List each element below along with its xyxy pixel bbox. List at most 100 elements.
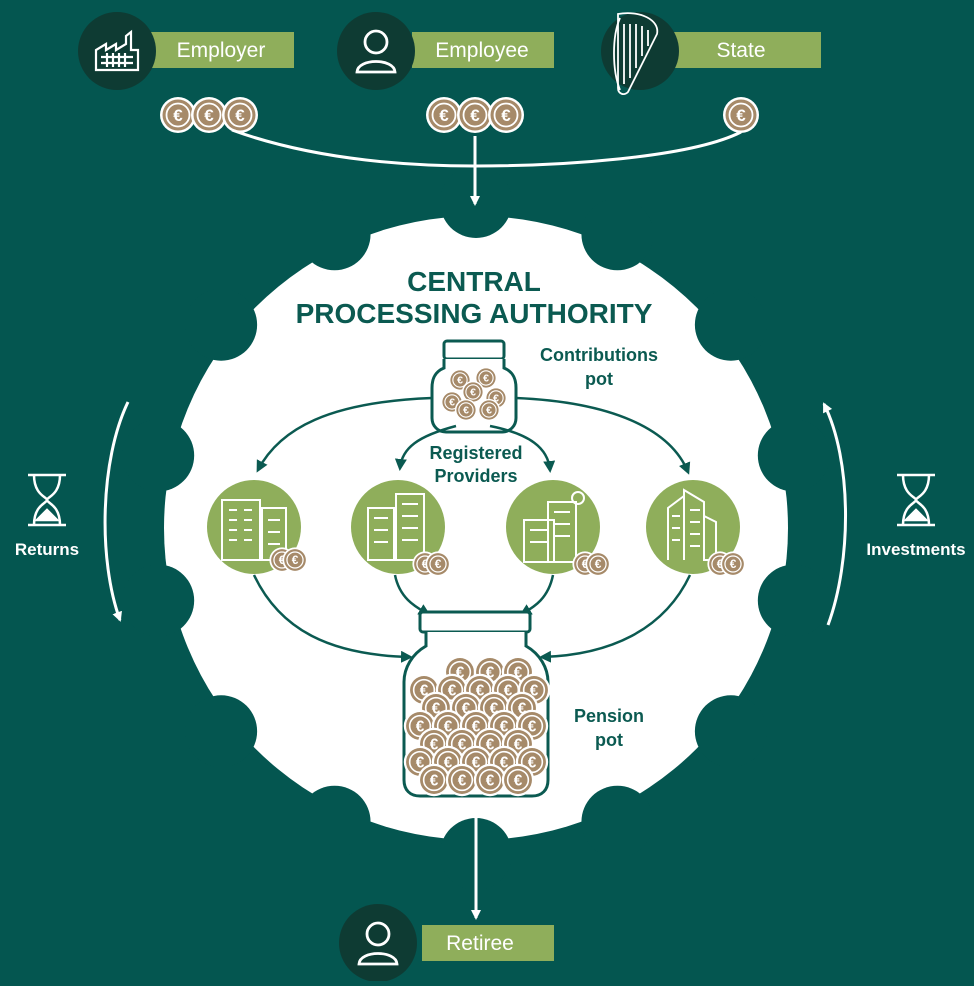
svg-text:€: € — [595, 557, 602, 571]
svg-text:€: € — [486, 664, 495, 681]
center-title-line2: PROCESSING AUTHORITY — [296, 298, 653, 329]
svg-text:€: € — [416, 718, 425, 735]
euro-coin-icon: € — [488, 97, 524, 133]
svg-text:€: € — [456, 664, 465, 681]
gear-notch — [757, 419, 830, 492]
svg-text:€: € — [486, 772, 495, 789]
employee-actor: Employee — [337, 12, 554, 90]
svg-text:€: € — [463, 405, 469, 417]
svg-text:€: € — [582, 557, 589, 571]
svg-text:€: € — [235, 106, 245, 125]
employer-coins: € € € — [160, 97, 258, 133]
gear-notch — [298, 785, 371, 858]
pension-pot-label-line2: pot — [595, 730, 623, 750]
returns-label: Returns — [15, 540, 79, 559]
svg-text:€: € — [292, 553, 299, 567]
svg-text:€: € — [457, 375, 463, 387]
svg-text:€: € — [430, 736, 439, 753]
euro-coin-icon: € — [454, 398, 478, 422]
svg-text:€: € — [501, 106, 511, 125]
person-icon — [339, 904, 417, 982]
gear-notch — [757, 564, 830, 637]
svg-text:€: € — [422, 557, 429, 571]
euro-coin-icon: € — [191, 97, 227, 133]
factory-icon — [78, 12, 156, 90]
svg-text:€: € — [472, 718, 481, 735]
employer-label-bar — [150, 32, 294, 68]
euro-coin-icon: € — [160, 97, 196, 133]
employer-label: Employer — [177, 39, 266, 62]
svg-text:€: € — [470, 106, 480, 125]
svg-text:€: € — [439, 106, 449, 125]
state-label-bar — [661, 32, 821, 68]
svg-text:€: € — [500, 754, 509, 771]
svg-text:€: € — [420, 682, 429, 699]
gear-notch — [298, 198, 371, 271]
svg-text:€: € — [476, 682, 485, 699]
provider-2: € € — [351, 480, 451, 577]
euro-coin-icon: € — [474, 366, 498, 390]
investments-arrow — [822, 402, 847, 626]
employer-actor: Employer — [78, 12, 294, 90]
providers-label-line1: Registered — [429, 443, 522, 463]
hourglass-icon — [28, 473, 66, 527]
gear-notch — [122, 564, 195, 637]
svg-text:€: € — [430, 772, 439, 789]
contributions-pot-label-line1: Contributions — [540, 345, 658, 365]
retiree-label: Retiree — [446, 932, 514, 955]
gear-shape — [122, 166, 830, 890]
svg-text:€: € — [462, 700, 471, 717]
provider-3: € € — [506, 480, 611, 577]
gear-notch — [694, 695, 767, 768]
providers-label-line2: Providers — [434, 466, 517, 486]
svg-text:€: € — [448, 682, 457, 699]
svg-text:€: € — [493, 393, 499, 405]
svg-text:€: € — [500, 718, 509, 735]
gear-notch — [185, 288, 258, 361]
hourglass-icon — [897, 473, 935, 527]
svg-text:€: € — [472, 754, 481, 771]
harp-icon — [601, 12, 679, 90]
pension-pot-jar: €€€€€€€€€€€€€€€€€€€€€€€€€€€€€€ — [402, 610, 551, 798]
svg-text:€: € — [435, 557, 442, 571]
svg-text:€: € — [458, 772, 467, 789]
svg-text:€: € — [528, 754, 537, 771]
euro-coin-icon: € — [585, 551, 611, 577]
provider-1: € € — [207, 480, 308, 574]
gear-notch — [581, 198, 654, 271]
euro-coin-icon: € — [723, 97, 759, 133]
svg-text:€: € — [514, 736, 523, 753]
state-actor: State — [601, 12, 821, 95]
euro-coin-icon: € — [222, 97, 258, 133]
employee-label: Employee — [435, 39, 528, 62]
svg-text:€: € — [416, 754, 425, 771]
svg-text:€: € — [514, 664, 523, 681]
euro-coin-icon: € — [426, 97, 462, 133]
building-icon — [351, 480, 445, 574]
euro-coin-icon: € — [477, 398, 501, 422]
svg-text:€: € — [444, 718, 453, 735]
euro-coin-icon: € — [501, 763, 535, 797]
gear-notch — [694, 288, 767, 361]
state-coins: € — [723, 97, 759, 133]
svg-text:€: € — [279, 553, 286, 567]
gear-notch — [185, 695, 258, 768]
euro-coin-icon: € — [457, 97, 493, 133]
contributions-pot-label-line2: pot — [585, 369, 613, 389]
svg-text:€: € — [173, 106, 183, 125]
svg-text:€: € — [504, 682, 513, 699]
euro-coin-icon: € — [445, 763, 479, 797]
provider-4: € € — [646, 480, 746, 577]
svg-text:€: € — [204, 106, 214, 125]
svg-text:€: € — [717, 557, 724, 571]
investments-label: Investments — [866, 540, 965, 559]
investments-cycle: Investments — [822, 402, 966, 626]
svg-text:€: € — [470, 387, 476, 399]
svg-text:€: € — [486, 405, 492, 417]
euro-coin-icon: € — [282, 547, 308, 573]
center-title-line1: CENTRAL — [407, 266, 541, 297]
svg-text:€: € — [486, 736, 495, 753]
svg-text:€: € — [530, 682, 539, 699]
returns-cycle: Returns — [15, 401, 130, 622]
